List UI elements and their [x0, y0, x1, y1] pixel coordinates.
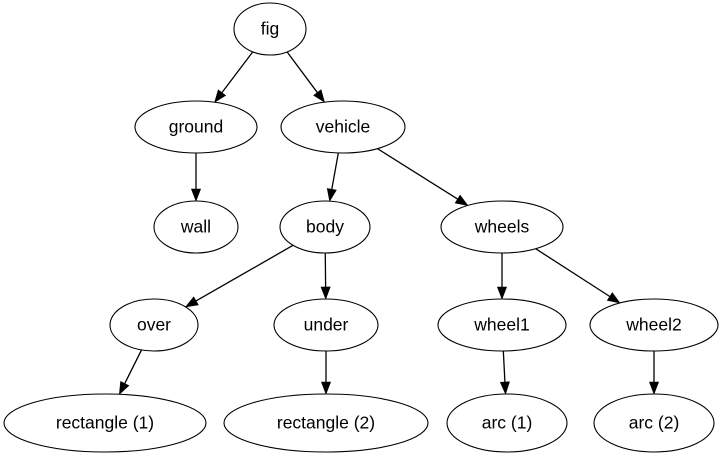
node-ellipse-rectangle2[interactable]	[223, 393, 429, 453]
arrowhead-fig-to-vehicle	[313, 89, 326, 103]
node-ellipse-vehicle[interactable]	[280, 100, 406, 154]
node-label-arc2: arc (2)	[629, 413, 680, 433]
graph-node-ground[interactable]: ground	[134, 100, 258, 154]
node-ellipse-fig[interactable]	[233, 2, 307, 56]
arrowhead-vehicle-to-wheels	[454, 194, 469, 206]
edge-layer	[118, 51, 660, 396]
edge-fig-to-ground	[221, 51, 254, 94]
graph-node-over[interactable]: over	[109, 298, 199, 352]
node-label-rectangle2: rectangle (2)	[277, 413, 375, 433]
edge-vehicle-to-body	[331, 152, 339, 190]
arrowhead-wheels-to-wheel1	[496, 286, 508, 300]
arrowhead-fig-to-ground	[214, 89, 227, 103]
arrowhead-under-to-rectangle2	[320, 381, 332, 395]
edge-body-to-over	[195, 244, 294, 302]
graph-node-fig[interactable]: fig	[233, 2, 307, 56]
node-layer: fig ground vehicle wall body wheels over under w…	[3, 2, 719, 453]
graph-node-rectangle2[interactable]: rectangle (2)	[223, 393, 429, 453]
graph-node-wheel1[interactable]: wheel1	[437, 298, 567, 352]
node-ellipse-arc2[interactable]	[593, 393, 715, 453]
node-ellipse-wheels[interactable]	[440, 200, 564, 254]
edge-wheel1-to-arc1	[502, 350, 506, 383]
node-ellipse-body[interactable]	[279, 200, 371, 254]
node-ellipse-arc1[interactable]	[446, 393, 568, 453]
graph-node-rectangle1[interactable]: rectangle (1)	[3, 393, 207, 453]
node-label-fig: fig	[261, 19, 279, 39]
node-label-wheel1: wheel1	[473, 315, 529, 335]
node-label-rectangle1: rectangle (1)	[56, 413, 154, 433]
edge-wheels-to-wheel2	[535, 248, 611, 298]
graph-node-arc1[interactable]: arc (1)	[446, 393, 568, 453]
arrowhead-wheel1-to-arc1	[499, 381, 510, 395]
arrowhead-wheels-to-wheel2	[606, 292, 621, 304]
node-ellipse-wall[interactable]	[153, 200, 239, 254]
node-label-under: under	[304, 315, 349, 335]
edge-over-to-rectangle1	[124, 349, 143, 384]
arrowhead-body-to-over	[184, 296, 199, 308]
node-ellipse-ground[interactable]	[134, 100, 258, 154]
graph-node-under[interactable]: under	[273, 298, 379, 352]
node-ellipse-under[interactable]	[273, 298, 379, 352]
graph-node-wheels[interactable]: wheels	[440, 200, 564, 254]
graph-node-body[interactable]: body	[279, 200, 371, 254]
node-label-ground: ground	[169, 117, 224, 137]
graph-node-vehicle[interactable]: vehicle	[280, 100, 406, 154]
arrowhead-wheel2-to-arc2	[648, 381, 660, 395]
graph-node-wall[interactable]: wall	[153, 200, 239, 254]
node-label-wall: wall	[180, 217, 211, 237]
graph-node-wheel2[interactable]: wheel2	[589, 298, 719, 352]
node-label-arc1: arc (1)	[482, 413, 533, 433]
edge-fig-to-vehicle	[286, 51, 318, 93]
node-label-vehicle: vehicle	[316, 117, 370, 137]
node-label-wheel2: wheel2	[625, 315, 681, 335]
arrowhead-ground-to-wall	[190, 188, 202, 202]
node-ellipse-wheel1[interactable]	[437, 298, 567, 352]
arrowhead-body-to-under	[320, 286, 331, 300]
node-ellipse-over[interactable]	[109, 298, 199, 352]
node-label-body: body	[306, 217, 344, 237]
graph-node-arc2[interactable]: arc (2)	[593, 393, 715, 453]
node-ellipse-rectangle1[interactable]	[3, 393, 207, 453]
node-ellipse-wheel2[interactable]	[589, 298, 719, 352]
edge-vehicle-to-wheels	[377, 148, 458, 200]
arrowhead-over-to-rectangle1	[118, 381, 130, 396]
node-label-over: over	[137, 315, 171, 335]
node-label-wheels: wheels	[474, 217, 530, 237]
arrowhead-vehicle-to-body	[326, 188, 337, 202]
